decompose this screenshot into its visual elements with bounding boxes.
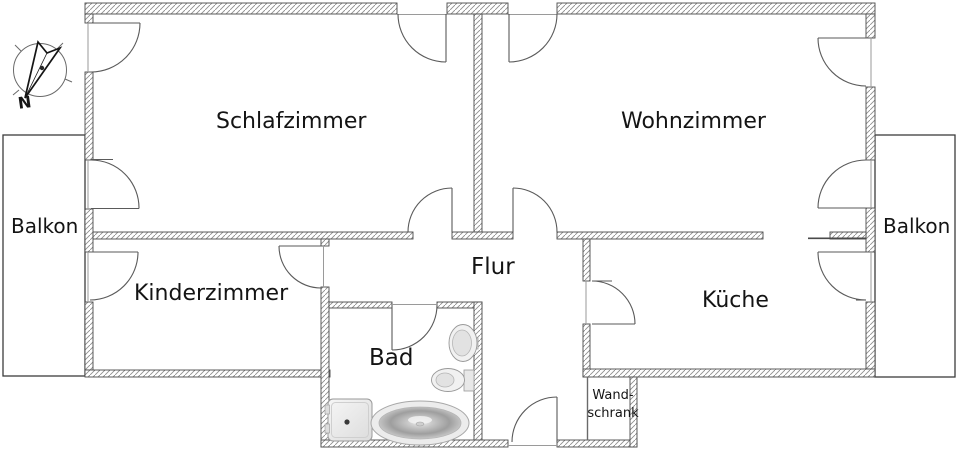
door-flur-kueche bbox=[591, 280, 636, 325]
compass-north-label: N bbox=[17, 92, 33, 113]
wandschrank-line2: schrank bbox=[587, 406, 639, 421]
wandschrank-line1: Wand- bbox=[592, 388, 634, 403]
compass-icon: N bbox=[12, 40, 73, 113]
room-label-kinderzimmer: Kinderzimmer bbox=[134, 281, 289, 306]
door-schlafzimmer-left-upper bbox=[90, 22, 141, 73]
door-symbols bbox=[89, 13, 867, 443]
door-wohnzimmer-top bbox=[508, 13, 558, 63]
room-label-flur: Flur bbox=[471, 254, 515, 280]
door-wohnzimmer-balcony-upper bbox=[817, 37, 867, 87]
opening-sill-lines bbox=[87, 14, 872, 446]
room-label-bad: Bad bbox=[369, 345, 414, 371]
room-label-schlafzimmer: Schlafzimmer bbox=[216, 109, 367, 134]
room-label-wandschrank: Wand- schrank bbox=[586, 387, 640, 423]
balcony-left-outline bbox=[2, 134, 86, 377]
door-flur-bad bbox=[391, 304, 438, 351]
toilet-icon bbox=[431, 368, 475, 392]
door-wohnzimmer-balcony-lower bbox=[817, 159, 867, 209]
bathtub-icon bbox=[370, 400, 470, 446]
room-label-kueche: Küche bbox=[702, 288, 769, 313]
room-label-wohnzimmer: Wohnzimmer bbox=[621, 109, 766, 134]
door-kinderzimmer-balcony bbox=[89, 251, 139, 301]
door-schlafzimmer-top bbox=[397, 13, 447, 63]
balcony-right-outline bbox=[874, 134, 956, 378]
bathroom-fixtures bbox=[324, 324, 479, 446]
room-label-balkon-right: Balkon bbox=[883, 214, 951, 238]
door-schlafzimmer-balcony bbox=[90, 158, 140, 210]
door-flur-schlafzimmer bbox=[407, 187, 453, 233]
room-label-balkon-left: Balkon bbox=[11, 214, 79, 238]
door-kueche-balcony bbox=[817, 251, 867, 301]
door-entrance bbox=[511, 396, 558, 443]
sink-icon bbox=[448, 324, 479, 362]
walls bbox=[84, 2, 876, 448]
door-flur-wohnzimmer bbox=[512, 187, 558, 233]
washing-machine-icon bbox=[324, 398, 373, 442]
door-flur-kinderzimmer bbox=[278, 245, 322, 289]
